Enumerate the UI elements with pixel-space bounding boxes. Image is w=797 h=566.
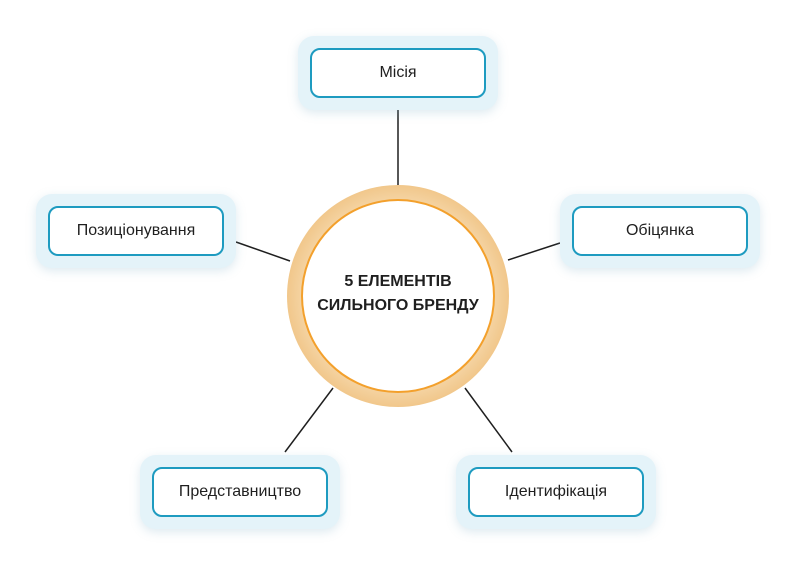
center-title: 5 ЕЛЕМЕНТІВ СИЛЬНОГО БРЕНДУ (298, 270, 498, 318)
node-pozytsionuvannia[interactable]: Позиціонування (48, 206, 224, 256)
connector-identyfikatsiia (464, 387, 513, 453)
center-title-line-2: СИЛЬНОГО БРЕНДУ (317, 297, 479, 314)
node-misiia[interactable]: Місія (310, 48, 486, 98)
connector-pozytsionuvannia (235, 241, 291, 262)
node-label-misiia: Місія (379, 64, 417, 81)
node-label-predstavnytstvo: Представництво (178, 483, 302, 500)
center-title-line-1: 5 ЕЛЕМЕНТІВ (344, 273, 452, 290)
node-label-pozytsionuvannia: Позиціонування (76, 222, 196, 239)
node-label-obitsianka: Обіцянка (625, 222, 695, 239)
center-circle (301, 199, 495, 393)
node-identyfikatsiia[interactable]: Ідентифікація (468, 467, 644, 517)
node-obitsianka[interactable]: Обіцянка (572, 206, 748, 256)
node-label-identyfikatsiia: Ідентифікація (504, 483, 608, 500)
connector-obitsianka (507, 242, 561, 261)
connector-predstavnytstvo (284, 387, 334, 453)
node-predstavnytstvo[interactable]: Представництво (152, 467, 328, 517)
